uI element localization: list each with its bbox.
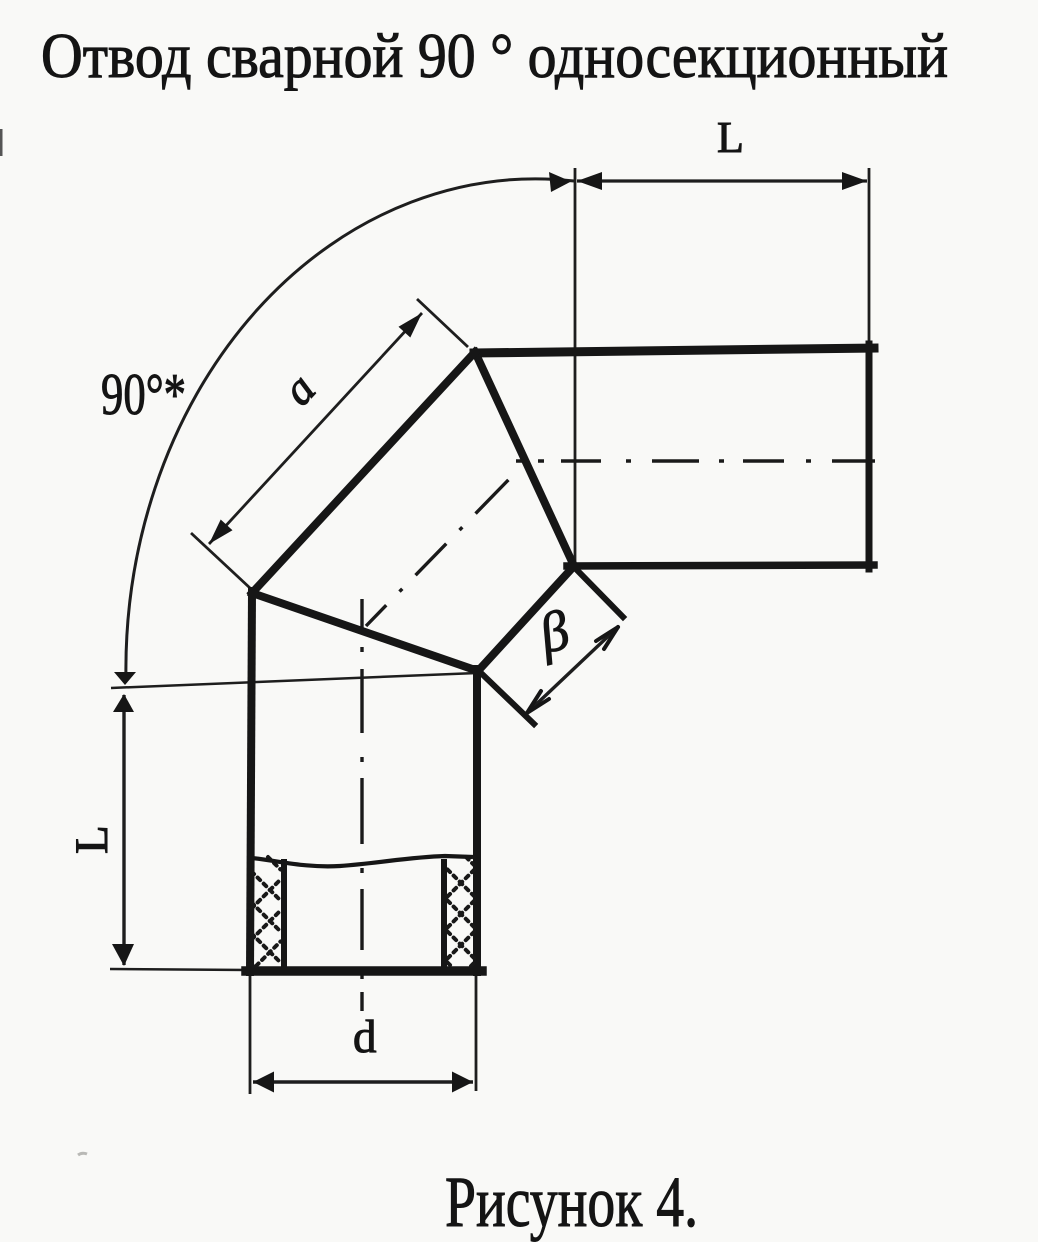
- svg-text:L: L: [66, 825, 118, 854]
- svg-text:90°*: 90°*: [101, 361, 186, 427]
- svg-text:L: L: [717, 113, 744, 162]
- svg-text:Отвод сварной 90 ° односекцион: Отвод сварной 90 ° односекционный: [41, 21, 948, 91]
- svg-text:Рисунок 4.: Рисунок 4.: [445, 1162, 698, 1242]
- svg-text:d: d: [353, 1011, 377, 1063]
